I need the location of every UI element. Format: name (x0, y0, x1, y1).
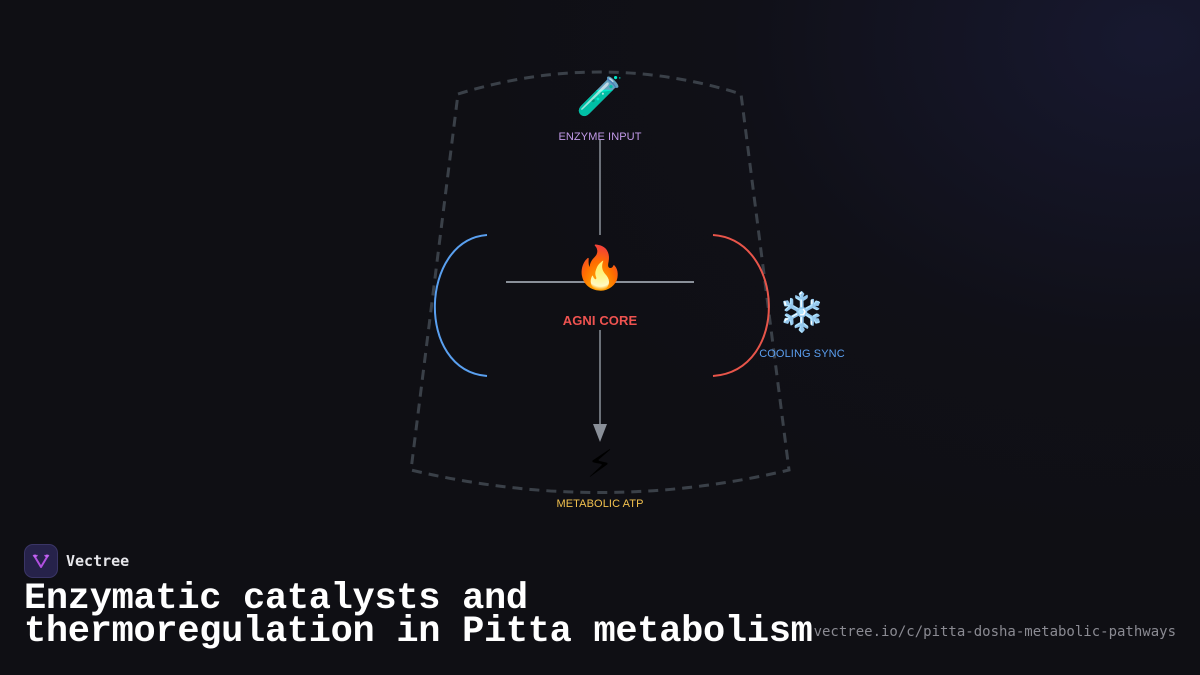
right-arc (712, 234, 770, 377)
vectree-logo-icon (24, 544, 58, 578)
page-title: Enzymatic catalysts and thermoregulation… (24, 581, 813, 651)
left-arc (433, 234, 488, 377)
enzyme-input-label: ENZYME INPUT (558, 131, 642, 143)
agni-core-label: AGNI CORE (562, 313, 638, 328)
lightning-icon: ⚡ (586, 442, 614, 486)
fire-icon: 🔥 (573, 243, 627, 292)
brand: Vectree (24, 544, 129, 578)
cooling-sync-label: COOLING SYNC (759, 348, 845, 360)
diagram-canvas (409, 70, 791, 494)
arrowhead-icon (593, 424, 607, 442)
metabolic-atp-label: METABOLIC ATP (556, 498, 644, 510)
test-tube-icon: 🧪 (576, 74, 624, 118)
title-line-1: Enzymatic catalysts and (24, 578, 528, 620)
snowflake-icon: ❄️ (778, 290, 826, 334)
title-line-2: thermoregulation in Pitta metabolism (24, 611, 813, 653)
brand-name: Vectree (66, 552, 130, 570)
dashed-boundary (409, 70, 791, 494)
source-url: vectree.io/c/pitta-dosha-metabolic-pathw… (813, 624, 1176, 640)
pitta-metabolism-diagram: 🧪 ENZYME INPUT 🔥 AGNI CORE ❄️ COOLING SY… (409, 70, 845, 510)
